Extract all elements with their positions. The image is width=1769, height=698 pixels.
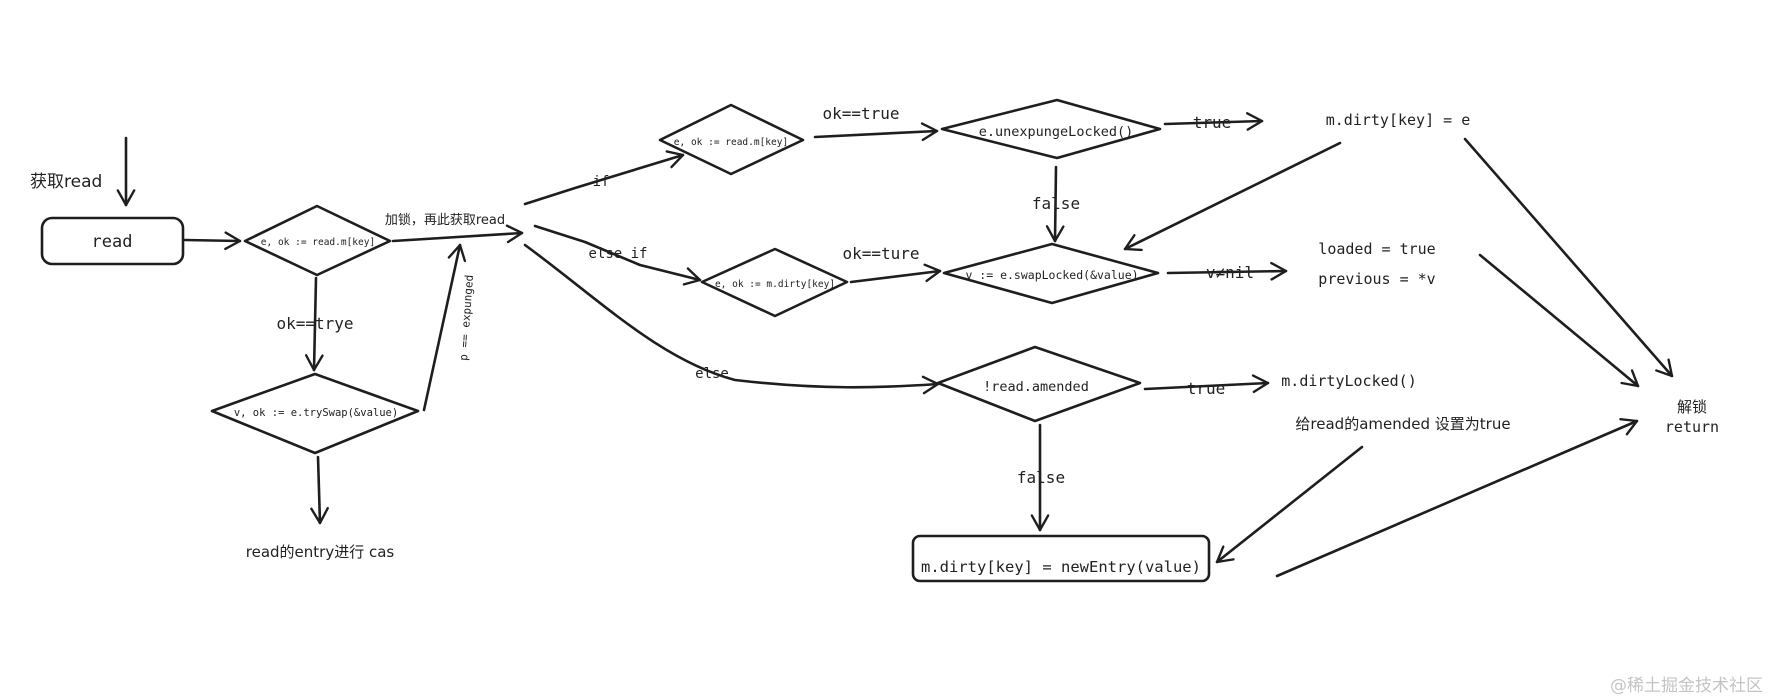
arrow-dirty-assign-to-swap: [1123, 141, 1342, 252]
true1-label: true: [1193, 113, 1232, 132]
start-label: 获取read: [30, 172, 102, 192]
else-label: else: [695, 366, 729, 382]
arrow-read-to-lookup: [183, 231, 242, 251]
true2-label: true: [1187, 379, 1226, 398]
arrow-dirty-assign-to-return: [1463, 137, 1674, 378]
arrow-lookup-to-tryswap: [304, 276, 324, 372]
arrow-unexpunge-false: [1045, 165, 1065, 243]
loaded-text: loaded = true: [1318, 240, 1435, 258]
amended-label: !read.amended: [983, 379, 1089, 395]
false1-label: false: [1032, 194, 1080, 213]
arrow-unexpunge-true: [1163, 112, 1264, 131]
arrow-tryswap-to-cas: [310, 455, 329, 525]
arrow-note-to-new-entry: [1215, 445, 1364, 564]
new-entry-label: m.dirty[key] = newEntry(value): [921, 558, 1201, 576]
branch-else: [523, 243, 940, 395]
dirty-assign-text: m.dirty[key] = e: [1326, 111, 1471, 129]
arrow-lookup-to-lock: [391, 224, 524, 244]
read-lookup2-diamond: [658, 103, 805, 176]
branch-else-if: [533, 224, 702, 286]
return-text: return: [1665, 418, 1719, 436]
amended-note: 给read的amended 设置为true: [1295, 415, 1510, 433]
ok-true-label: ok==true: [822, 104, 899, 123]
dirty-locked-text: m.dirtyLocked(): [1281, 372, 1416, 390]
ok-ture-label: ok==ture: [842, 244, 919, 263]
false2-label: false: [1017, 468, 1065, 487]
dirty-lookup-label: e, ok := m.dirty[key]: [715, 279, 835, 290]
else-if-label: else if: [588, 246, 647, 262]
try-swap-label: v, ok := e.trySwap(&value): [234, 407, 398, 419]
arrow-new-entry-to-return: [1275, 418, 1639, 578]
lock-text: 加锁，再此获取read: [385, 212, 505, 228]
arrow-tryswap-to-lock: [422, 243, 467, 412]
arrow-lookup2-to-unexpunge: [813, 122, 939, 142]
unlock-text: 解锁: [1677, 398, 1707, 416]
arrow-loaded-to-return: [1478, 253, 1640, 388]
new-entry-box: [911, 534, 1211, 583]
read-box: [40, 216, 185, 266]
swap-locked-diamond: [942, 242, 1160, 305]
expunged-text: p == expunged: [457, 274, 476, 361]
ok-trye-label: ok==trye: [276, 314, 353, 333]
read-lookup-diamond: [243, 204, 392, 277]
cas-text: read的entry进行 cas: [246, 543, 395, 561]
read-lookup-label: e, ok := read.m[key]: [261, 237, 375, 248]
try-swap-diamond: [210, 372, 420, 455]
unexpunge-label: e.unexpungeLocked(): [979, 124, 1133, 140]
watermark: @稀土掘金技术社区: [1610, 676, 1763, 696]
unexpunge-diamond: [940, 98, 1162, 160]
previous-text: previous = *v: [1318, 270, 1435, 288]
arrow-amended-true: [1143, 374, 1270, 394]
branch-if: [523, 150, 685, 206]
swap-locked-label: v := e.swapLocked(&value): [965, 268, 1138, 282]
arrow-dirty-lookup-to-swap: [849, 263, 942, 284]
read-box-label: read: [92, 232, 133, 252]
if-label: if: [593, 174, 610, 190]
dirty-lookup-diamond: [700, 247, 849, 318]
arrow-swap-v-nil: [1166, 261, 1288, 281]
amended-diamond: [936, 345, 1142, 423]
read-lookup2-label: e, ok := read.m[key]: [674, 137, 788, 148]
v-nil-label: v≠nil: [1206, 263, 1254, 282]
